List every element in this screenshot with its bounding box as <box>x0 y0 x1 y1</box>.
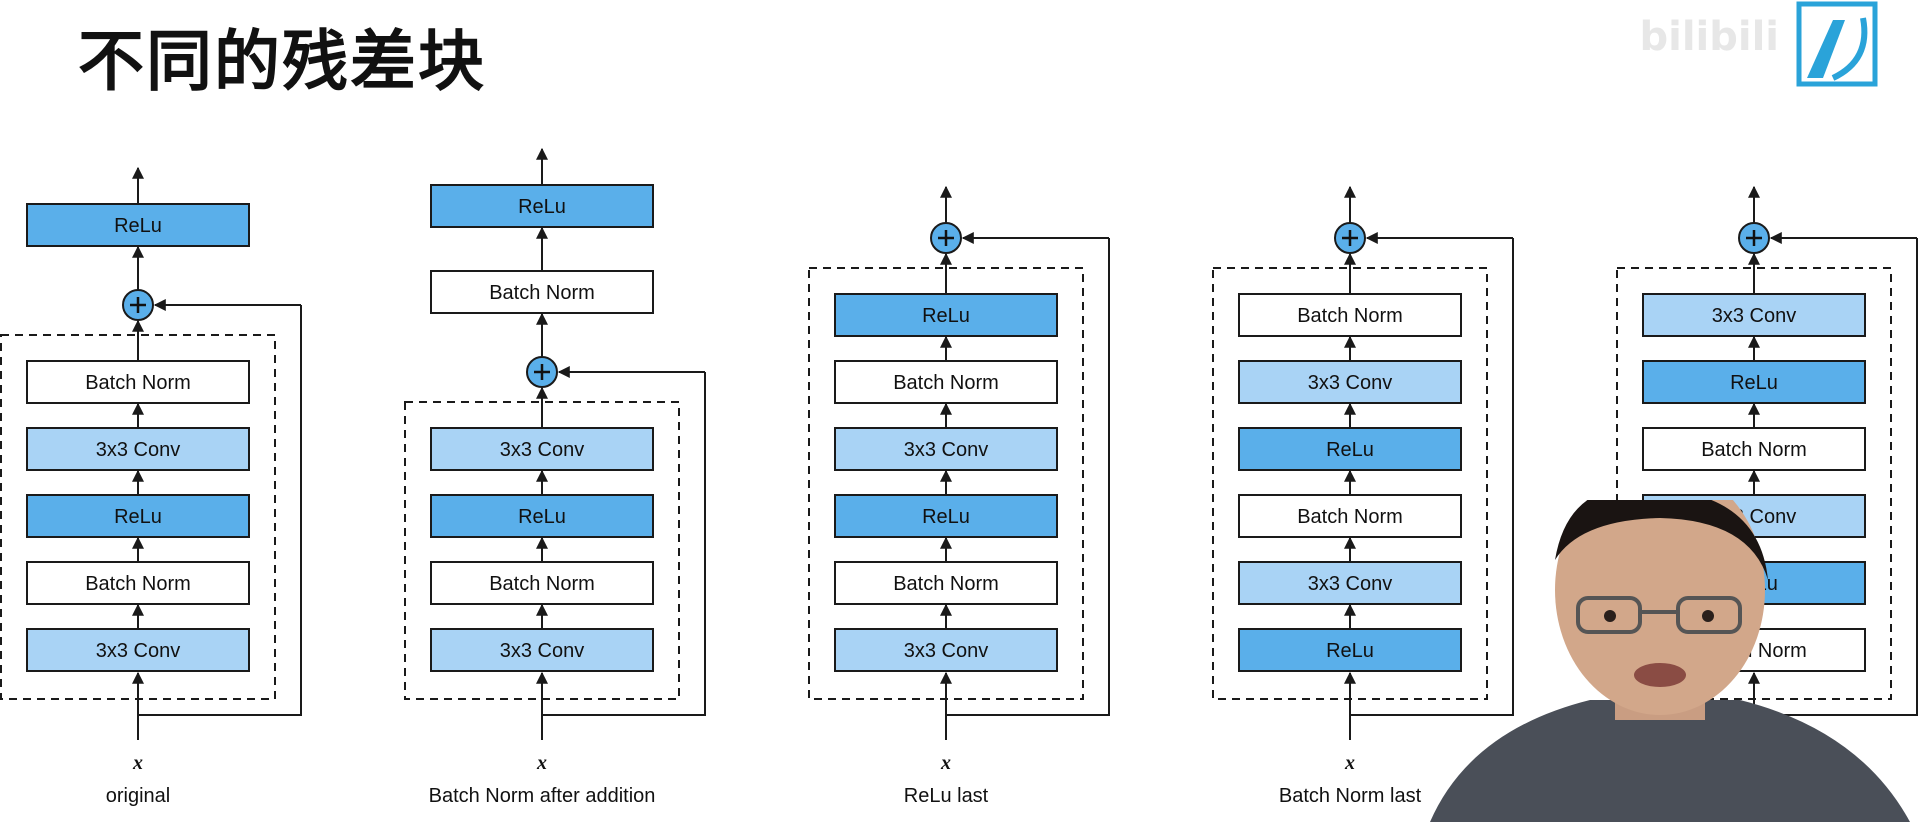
block-2-2-box <box>834 494 1058 538</box>
input-x-0: x <box>132 752 143 774</box>
block-3-5-label: Batch Norm <box>1297 305 1403 327</box>
block-3-1-label: 3x3 Conv <box>1308 573 1393 595</box>
block-1-3-label: 3x3 Conv <box>500 439 585 461</box>
skip-path-1 <box>542 372 706 716</box>
block-3-0-label: ReLu <box>1326 640 1374 662</box>
block-2-3-box <box>834 427 1058 471</box>
block-3-5-box <box>1238 293 1462 337</box>
post-block-1-1-box <box>430 184 654 228</box>
block-1-2-box <box>430 494 654 538</box>
block-3-3-label: ReLu <box>1326 439 1374 461</box>
block-2-4-label: Batch Norm <box>893 372 999 394</box>
post-block-0-0-box <box>26 203 250 247</box>
block-0-0-label: 3x3 Conv <box>96 640 181 662</box>
column-caption-2: ReLu last <box>904 785 989 807</box>
block-1-2-label: ReLu <box>518 506 566 528</box>
block-4-4-label: ReLu <box>1730 372 1778 394</box>
presenter-video-overlay <box>1430 500 1910 822</box>
block-0-3-label: 3x3 Conv <box>96 439 181 461</box>
post-block-1-0-label: Batch Norm <box>489 282 595 304</box>
post-block-1-1-label: ReLu <box>518 196 566 218</box>
block-1-3-box <box>430 427 654 471</box>
block-0-3-box <box>26 427 250 471</box>
skip-path-3 <box>1350 238 1514 716</box>
slide-title: 不同的残差块 <box>78 23 486 100</box>
skip-path-2 <box>946 238 1110 716</box>
block-2-5-box <box>834 293 1058 337</box>
input-x-3: x <box>1344 752 1355 774</box>
block-4-4-box <box>1642 360 1866 404</box>
block-2-1-label: Batch Norm <box>893 573 999 595</box>
block-2-2-label: ReLu <box>922 506 970 528</box>
column-caption-0: original <box>106 785 170 807</box>
block-3-2-label: Batch Norm <box>1297 506 1403 528</box>
block-2-0-box <box>834 628 1058 672</box>
column-caption-3: Batch Norm last <box>1279 785 1422 807</box>
block-0-2-label: ReLu <box>114 506 162 528</box>
block-4-3-label: Batch Norm <box>1701 439 1807 461</box>
block-2-5-label: ReLu <box>922 305 970 327</box>
block-4-5-label: 3x3 Conv <box>1712 305 1797 327</box>
bilibili-watermark: bilibili <box>1639 14 1779 60</box>
column-caption-1: Batch Norm after addition <box>429 785 656 807</box>
block-2-0-label: 3x3 Conv <box>904 640 989 662</box>
input-x-2: x <box>940 752 951 774</box>
post-block-1-0-box <box>430 270 654 314</box>
block-3-1-box <box>1238 561 1462 605</box>
block-1-1-label: Batch Norm <box>489 573 595 595</box>
block-3-4-box <box>1238 360 1462 404</box>
block-1-0-label: 3x3 Conv <box>500 640 585 662</box>
input-x-1: x <box>536 752 547 774</box>
post-block-0-0-label: ReLu <box>114 215 162 237</box>
block-0-0-box <box>26 628 250 672</box>
skip-path-0 <box>138 305 302 716</box>
block-3-4-label: 3x3 Conv <box>1308 372 1393 394</box>
block-0-4-label: Batch Norm <box>85 372 191 394</box>
block-2-3-label: 3x3 Conv <box>904 439 989 461</box>
block-1-1-box <box>430 561 654 605</box>
block-0-1-label: Batch Norm <box>85 573 191 595</box>
d2l-logo-icon <box>1796 1 1878 87</box>
block-0-4-box <box>26 360 250 404</box>
block-1-0-box <box>430 628 654 672</box>
skip-path-4 <box>1754 238 1918 716</box>
block-2-4-box <box>834 360 1058 404</box>
